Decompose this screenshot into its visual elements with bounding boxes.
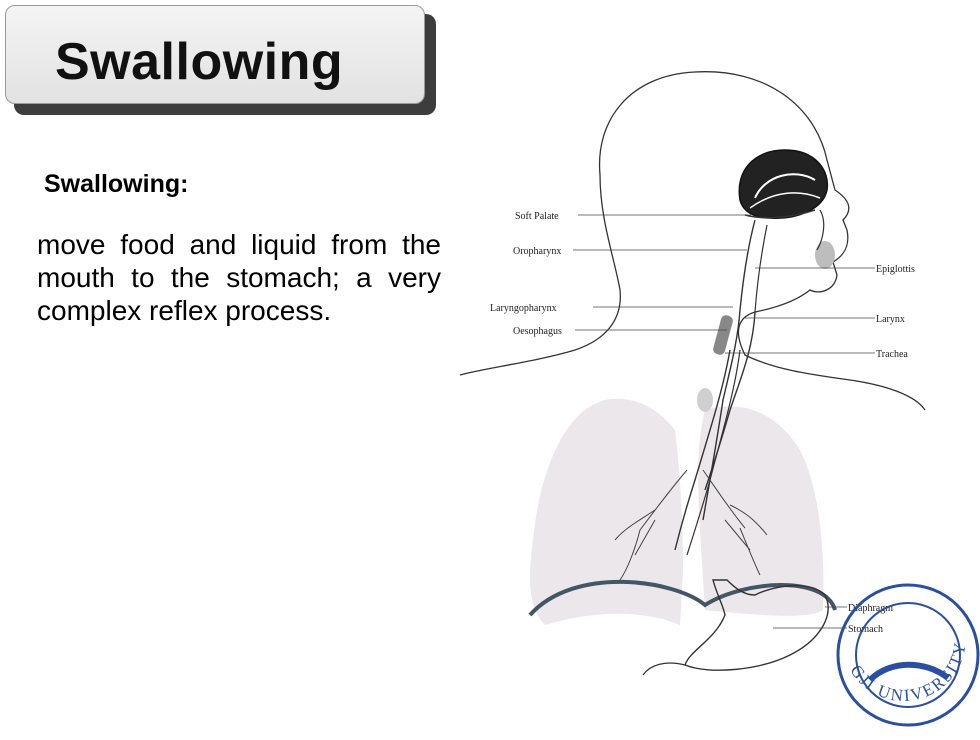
head-outline [598, 71, 926, 411]
body-text: move food and liquid from the mouth to t… [37, 229, 441, 326]
label-stomach: Stomach [848, 624, 883, 635]
university-seal: GJI UNIVERSITY [830, 560, 980, 735]
seal-text: GJI UNIVERSITY [846, 640, 969, 706]
label-epiglottis: Epiglottis [876, 264, 915, 275]
sub-heading: Swallowing: [44, 170, 189, 198]
label-laryngopharynx: Laryngopharynx [490, 303, 557, 314]
label-soft-palate: Soft Palate [515, 211, 559, 222]
label-trachea: Trachea [876, 349, 908, 360]
bronchi [614, 469, 768, 581]
label-oropharynx: Oropharynx [513, 246, 561, 257]
label-larynx: Larynx [876, 314, 905, 325]
slide-title: Swallowing [55, 33, 344, 91]
anatomy-diagram: Soft Palate Oropharynx Epiglottis Laryng… [455, 50, 950, 680]
right-lung [698, 406, 824, 616]
oesophagus [674, 349, 731, 551]
diaphragm [528, 579, 837, 617]
back-neck [459, 174, 621, 376]
trachea [704, 311, 756, 491]
nasal-cavity [738, 149, 829, 219]
label-diaphragm: Diaphragm [848, 603, 893, 614]
left-lung [530, 398, 683, 625]
title-box [5, 5, 425, 104]
stomach [684, 579, 829, 671]
label-oesophagus: Oesophagus [513, 326, 562, 337]
